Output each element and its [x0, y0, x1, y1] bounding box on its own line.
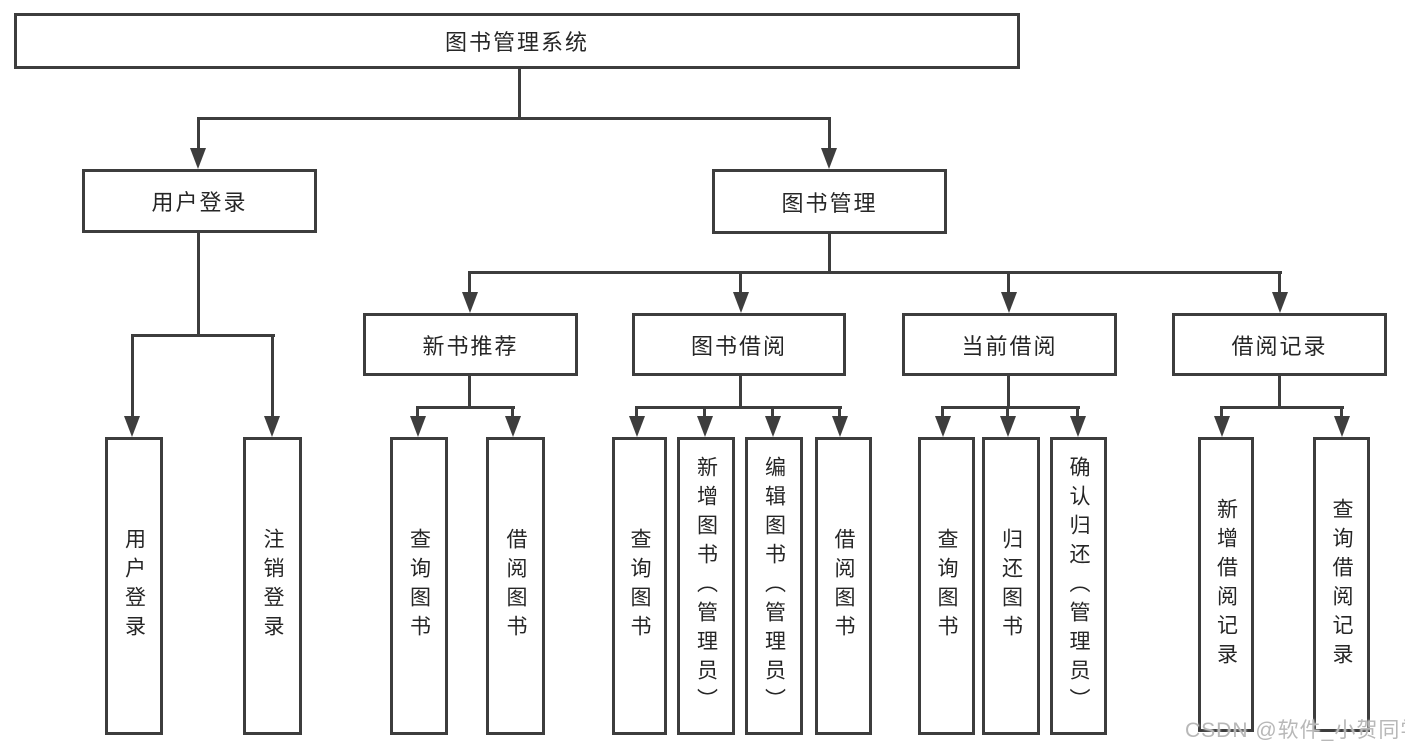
arrow-down-icon	[765, 416, 781, 437]
arrow-down-icon	[1070, 416, 1086, 437]
connector-drop	[1076, 406, 1079, 418]
arrow-down-icon	[1001, 292, 1017, 313]
leaf-query-book-2: 查询图书	[612, 437, 667, 735]
arrow-down-icon	[264, 416, 280, 437]
arrow-down-icon	[462, 292, 478, 313]
connector-drop	[838, 406, 841, 418]
arrow-down-icon	[1000, 416, 1016, 437]
arrow-down-icon	[505, 416, 521, 437]
connector-drop	[635, 406, 638, 418]
arrow-down-icon	[1214, 416, 1230, 437]
connector-root-stem	[518, 68, 521, 118]
arrow-down-icon	[832, 416, 848, 437]
leaf-borrow-book-2: 借阅图书	[815, 437, 872, 735]
connector-drop	[1007, 271, 1010, 294]
leaf-query-book-3: 查询图书	[918, 437, 975, 735]
connector-drop	[197, 117, 200, 150]
watermark: CSDN @软件_小贺同学	[1185, 719, 1405, 742]
node-current-borrow: 当前借阅	[902, 313, 1117, 376]
arrow-down-icon	[124, 416, 140, 437]
arrow-down-icon	[935, 416, 951, 437]
connector-bookborrow-stem	[739, 376, 742, 409]
leaf-add-book-admin: 新增图书（管理员）	[677, 437, 735, 735]
node-new-book-recommend: 新书推荐	[363, 313, 578, 376]
leaf-return-book: 归还图书	[982, 437, 1040, 735]
leaf-user-login: 用户登录	[105, 437, 163, 735]
connector-drop	[739, 271, 742, 294]
connector-userlogin-stem	[197, 233, 200, 336]
arrow-down-icon	[190, 148, 206, 169]
arrow-down-icon	[821, 148, 837, 169]
node-book-management: 图书管理	[712, 169, 947, 234]
leaf-query-book-1: 查询图书	[390, 437, 448, 735]
connector-bookmgmt-stem	[828, 234, 831, 274]
connector-drop	[1278, 271, 1281, 294]
node-root: 图书管理系统	[14, 13, 1020, 69]
arrow-down-icon	[629, 416, 645, 437]
connector-drop	[131, 334, 134, 418]
connector-drop	[1006, 406, 1009, 418]
connector-drop	[1220, 406, 1223, 418]
arrow-down-icon	[697, 416, 713, 437]
connector-drop	[511, 406, 514, 418]
node-borrow-record: 借阅记录	[1172, 313, 1387, 376]
connector-drop	[416, 406, 419, 418]
leaf-add-borrow-record: 新增借阅记录	[1198, 437, 1254, 732]
connector-drop	[271, 334, 274, 418]
connector-newbook-branch	[417, 406, 515, 409]
arrow-down-icon	[1334, 416, 1350, 437]
connector-borrowrecord-stem	[1278, 376, 1281, 409]
arrow-down-icon	[1272, 292, 1288, 313]
connector-drop	[771, 406, 774, 418]
arrow-down-icon	[410, 416, 426, 437]
node-book-borrow: 图书借阅	[632, 313, 846, 376]
leaf-borrow-book-1: 借阅图书	[486, 437, 545, 735]
connector-bookmgmt-branch	[468, 271, 1282, 274]
leaf-edit-book-admin: 编辑图书（管理员）	[745, 437, 803, 735]
connector-drop	[941, 406, 944, 418]
connector-drop	[1340, 406, 1343, 418]
connector-bookborrow-branch	[636, 406, 842, 409]
connector-drop	[468, 271, 471, 294]
connector-currentborrow-stem	[1007, 376, 1010, 409]
connector-newbook-stem	[468, 376, 471, 409]
connector-root-branch	[197, 117, 831, 120]
connector-drop	[828, 117, 831, 150]
connector-userlogin-branch	[131, 334, 275, 337]
leaf-query-borrow-record: 查询借阅记录	[1313, 437, 1370, 732]
connector-borrowrecord-branch	[1221, 406, 1344, 409]
connector-currentborrow-branch	[942, 406, 1080, 409]
leaf-confirm-return-admin: 确认归还（管理员）	[1050, 437, 1107, 735]
connector-drop	[703, 406, 706, 418]
node-user-login: 用户登录	[82, 169, 317, 233]
arrow-down-icon	[733, 292, 749, 313]
leaf-logout: 注销登录	[243, 437, 302, 735]
